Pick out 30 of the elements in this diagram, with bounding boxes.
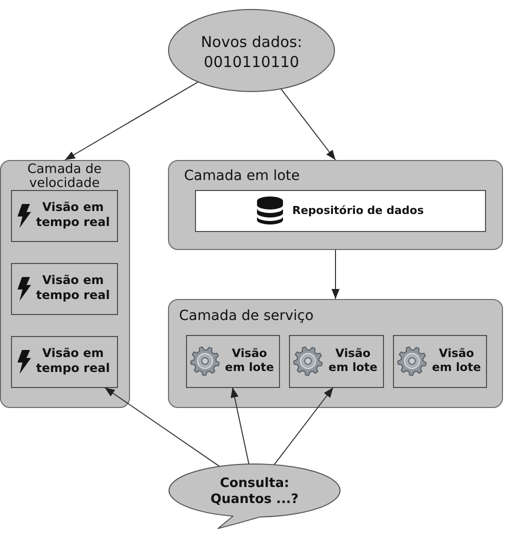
view-label: Visão em tempo real [35,346,111,376]
view-box [186,334,280,388]
input-ellipse [168,9,335,92]
view-box [392,334,486,388]
arrow [104,387,220,467]
layer-title: Camada de serviço [179,308,314,324]
view-box [10,190,118,242]
view-label: Visão em tempo real [35,272,111,302]
arrow [230,387,250,465]
arrow [274,387,334,466]
view-label: Visão em lote [431,346,482,374]
layer-panel [168,160,503,250]
layer-title: Camada de velocidade [26,163,103,191]
bubble-text: Consulta: Quantos ...? [209,476,300,508]
view-box [10,336,118,388]
arrow [332,250,340,300]
layer-panel [168,299,503,408]
arrow [64,81,199,160]
arrow [280,88,336,160]
speech-bubble [168,463,342,530]
layer-panel [0,160,130,408]
view-box [10,262,118,314]
view-label: Visão em lote [224,346,275,374]
repository-label: Repositório de dados [292,204,424,217]
view-box [288,334,384,388]
layer-title: Camada em lote [184,168,300,184]
repository-box [194,190,486,232]
view-label: Visão em tempo real [35,200,111,230]
view-label: Visão em lote [328,346,378,374]
ellipse-text: Novos dados: 0010110110 [200,32,304,72]
